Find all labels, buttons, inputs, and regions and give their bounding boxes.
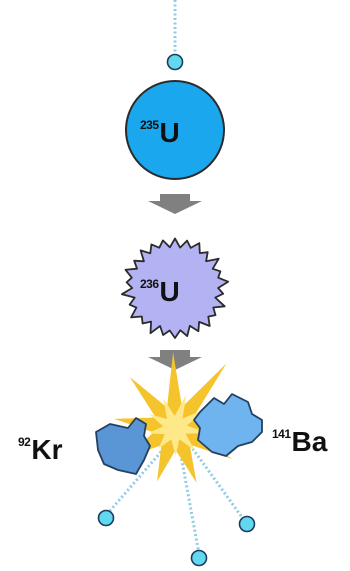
fission-burst-core bbox=[148, 394, 209, 456]
uranium-235-symbol: U bbox=[159, 117, 180, 148]
released-neutron bbox=[190, 549, 208, 567]
uranium-236-mass-number: 236 bbox=[140, 277, 159, 291]
barium-141-symbol: Ba bbox=[291, 426, 328, 457]
krypton-92-symbol: Kr bbox=[31, 434, 63, 465]
incoming-neutron bbox=[166, 53, 184, 71]
uranium-236-nucleus bbox=[121, 237, 230, 339]
down-arrow-icon bbox=[148, 194, 202, 214]
uranium-236-label: 236U bbox=[140, 278, 180, 306]
uranium-235-mass-number: 235 bbox=[140, 118, 159, 132]
down-arrow-icon bbox=[148, 350, 202, 370]
barium-141-label: 141Ba bbox=[272, 428, 327, 456]
barium-141-mass-number: 141 bbox=[272, 427, 291, 441]
krypton-92-mass-number: 92 bbox=[18, 435, 31, 449]
neutron-path-right bbox=[188, 444, 246, 521]
uranium-236-symbol: U bbox=[159, 276, 180, 307]
krypton-92-label: 92Kr bbox=[18, 436, 62, 464]
barium-141-fragment bbox=[193, 393, 263, 457]
uranium-235-nucleus bbox=[125, 80, 225, 180]
krypton-92-fragment bbox=[95, 417, 151, 475]
neutron-paths bbox=[106, 0, 246, 555]
uranium-235-label: 235U bbox=[140, 119, 180, 147]
released-neutron bbox=[97, 509, 115, 527]
neutron-path-left bbox=[106, 444, 169, 514]
released-neutron bbox=[238, 515, 256, 533]
diagram-shapes bbox=[95, 53, 263, 567]
